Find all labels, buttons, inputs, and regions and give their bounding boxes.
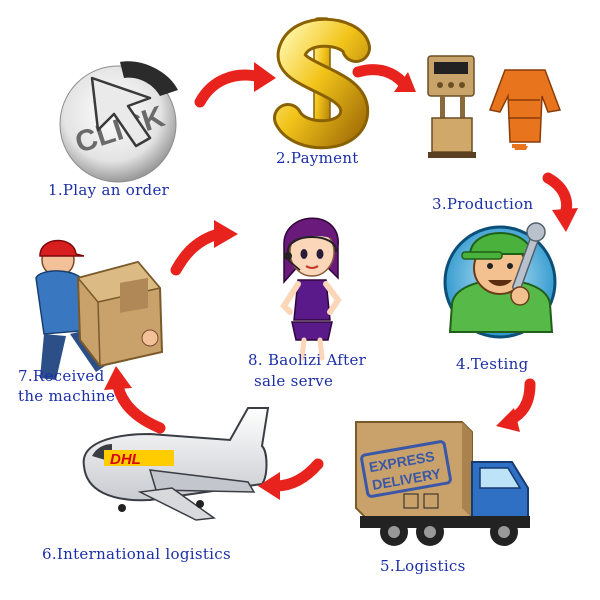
plane-logo: DHL <box>110 451 141 468</box>
service-woman-icon <box>280 217 342 361</box>
step-6-label: 6.International logistics <box>42 545 231 563</box>
delivery-truck-icon: EXPRESS DELIVERY <box>355 421 530 546</box>
arrow-3-to-4 <box>542 172 578 232</box>
arrow-1-to-2 <box>194 62 276 108</box>
step-4-label: 4.Testing <box>456 355 529 373</box>
machine-and-suit-icon <box>427 55 562 158</box>
arrow-6-to-7 <box>104 366 166 434</box>
arrow-7-to-8 <box>170 220 238 276</box>
step-2-label: 2.Payment <box>276 149 359 167</box>
click-cursor-icon: CLICK <box>59 61 178 183</box>
step-8-label-line1: 8. Baolizi After <box>248 351 367 369</box>
step-5-label: 5.Logistics <box>380 557 466 575</box>
arrow-5-to-6 <box>258 458 324 500</box>
courier-with-box-icon <box>35 239 164 380</box>
arrow-4-to-5 <box>496 378 536 432</box>
mechanic-wrench-icon <box>443 222 557 339</box>
step-8-label-line2: sale serve <box>254 372 334 390</box>
step-1-label: 1.Play an order <box>48 181 170 199</box>
step-7-label-line2: the machine <box>18 387 116 405</box>
step-3-label: 3.Production <box>432 195 534 213</box>
flow-arrows <box>104 62 578 500</box>
cargo-plane-icon: DHL <box>82 407 270 521</box>
arrow-2-to-3 <box>352 64 416 92</box>
dollar-sign-icon <box>273 17 371 150</box>
step-7-label-line1: 7.Received <box>18 367 105 385</box>
